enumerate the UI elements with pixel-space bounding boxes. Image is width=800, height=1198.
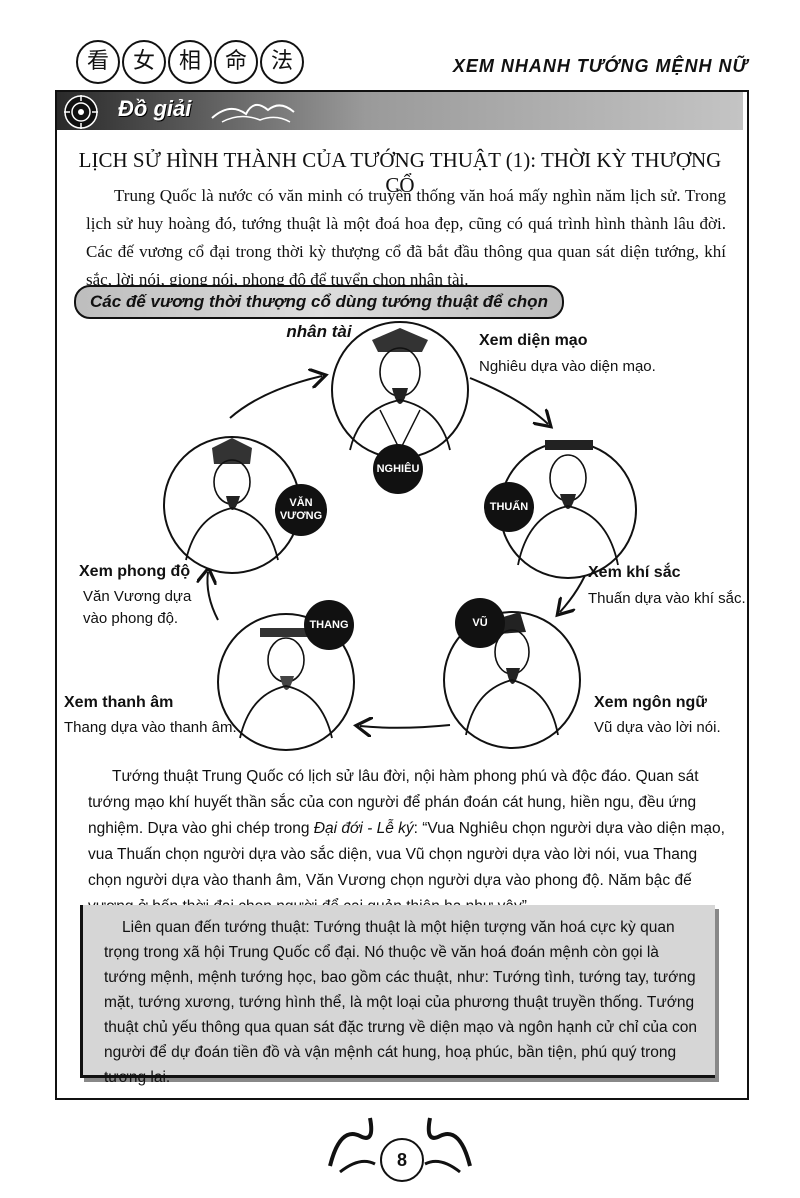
- badge-vu: VŨ: [455, 598, 505, 648]
- caption-thang-heading: Xem thanh âm: [64, 694, 174, 711]
- section-label: Đồ giải: [118, 96, 192, 121]
- page-frame: [55, 90, 749, 1100]
- section-band: [57, 92, 743, 130]
- arrow-thang-to-vanvuong: [207, 572, 219, 621]
- note-text: Liên quan đến tướng thuật: Tướng thuật l…: [104, 919, 697, 1086]
- header-char-3: 相: [168, 40, 212, 84]
- badge-vanvuong: VĂN VƯƠNG: [275, 484, 327, 536]
- badge-nghieu: NGHIÊU: [373, 444, 423, 494]
- caption-nghieu-heading: Xem diện mạo: [479, 332, 588, 349]
- body-paragraph-part1: Tướng thuật Trung Quốc có lịch sử lâu đờ…: [88, 768, 699, 837]
- header-char-2: 女: [122, 40, 166, 84]
- dragon-ornament-icon: [328, 1117, 472, 1174]
- badge-thuan: THUẤN: [484, 482, 534, 532]
- body-source-title: Đại đới - Lễ ký: [313, 820, 414, 837]
- caption-thuan-heading: Xem khí sắc: [588, 564, 681, 581]
- portrait-thuan: [499, 440, 637, 579]
- arrow-vu-to-thang: [360, 725, 451, 728]
- page-title: LỊCH SỬ HÌNH THÀNH CỦA TƯỚNG THUẬT (1): …: [78, 148, 722, 197]
- caption-vanvuong-desc-1: Văn Vương dựa: [83, 588, 192, 605]
- portrait-vanvuong: [163, 436, 301, 574]
- caption-nghieu-desc: Nghiêu dựa vào diện mạo.: [479, 358, 656, 375]
- note-box: [80, 905, 715, 1078]
- caption-vu-heading: Xem ngôn ngữ: [594, 694, 707, 711]
- body-paragraph: Tướng thuật Trung Quốc có lịch sử lâu đờ…: [88, 764, 728, 920]
- page-number: 8: [380, 1138, 424, 1182]
- series-title: XEM NHANH TƯỚNG MỆNH NỮ: [452, 56, 748, 76]
- compass-ornament-icon: [64, 95, 98, 129]
- arrow-nghieu-to-thuan: [469, 377, 548, 424]
- cloud-ornament-icon: [211, 103, 295, 123]
- caption-thang-desc: Thang dựa vào thanh âm.: [64, 719, 237, 736]
- intro-paragraph: Trung Quốc là nước có văn minh có truyền…: [86, 186, 726, 289]
- header-char-4: 命: [214, 40, 258, 84]
- portrait-nghieu: [331, 321, 469, 459]
- header-char-5: 法: [260, 40, 304, 84]
- caption-vu-desc: Vũ dựa vào lời nói.: [594, 719, 721, 736]
- header-char-1: 看: [76, 40, 120, 84]
- caption-thuan-desc: Thuấn dựa vào khí sắc.: [588, 590, 746, 607]
- arrow-vanvuong-to-nghieu: [229, 376, 322, 419]
- badge-thang: THANG: [304, 600, 354, 650]
- caption-vanvuong-desc-2: vào phong độ.: [83, 610, 179, 627]
- diagram-banner: Các đế vương thời thượng cổ dùng tướng t…: [74, 285, 564, 341]
- caption-vanvuong-heading: Xem phong độ: [79, 563, 191, 580]
